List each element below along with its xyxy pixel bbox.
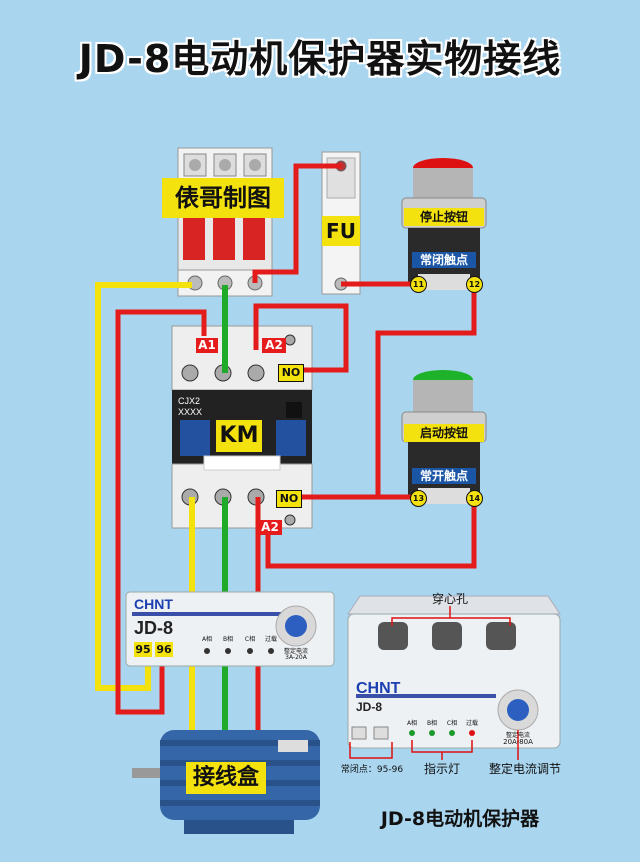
no-bottom-label: NO xyxy=(276,490,302,508)
junction-box-label: 接线盒 xyxy=(186,762,266,794)
watermark-label: 俵哥制图 xyxy=(162,178,284,218)
terminal-12: 12 xyxy=(466,276,483,293)
start-button-label: 启动按钮 xyxy=(404,424,484,442)
protector-left-body xyxy=(125,591,335,667)
protector-right-brand: CHNT xyxy=(356,680,401,697)
right-indicator-c: C相 xyxy=(446,720,458,727)
right-indicator-overload: 过载 xyxy=(465,720,478,727)
red-wire xyxy=(115,163,477,775)
indicator-lamp-label: 指示灯 xyxy=(423,762,460,776)
protector-left-brand: CHNT xyxy=(134,596,173,612)
left-indicator-overload: 过载 xyxy=(264,636,277,643)
protector-left-model: JD-8 xyxy=(134,618,174,638)
protector-caption: JD-8电动机保护器 xyxy=(380,808,540,830)
left-range: 3A-20A xyxy=(285,654,307,661)
a2-top-label: A2 xyxy=(262,338,286,353)
hole-label: 穿心孔 xyxy=(431,592,468,606)
left-setting-label: 整定电流 xyxy=(283,648,308,655)
stop-button-label: 停止按钮 xyxy=(404,208,484,226)
nc-contact-label: 常闭点：95-96 xyxy=(340,765,404,775)
left-indicator-b: B相 xyxy=(222,636,234,643)
terminal-14: 14 xyxy=(466,490,483,507)
fuse-label: FU xyxy=(322,216,360,246)
page-title: JD-8电动机保护器实物接线 xyxy=(78,37,562,81)
a2-bottom-label: A2 xyxy=(258,520,282,535)
right-setting-label: 整定电流 xyxy=(505,732,530,739)
protector-right-body xyxy=(347,595,561,760)
terminal-95: 95 xyxy=(134,642,152,657)
contactor-body xyxy=(171,325,313,529)
right-indicator-a: A相 xyxy=(406,720,418,727)
current-adjust-label: 整定电流调节 xyxy=(488,762,561,776)
start-contact-label: 常开触点 xyxy=(412,468,476,484)
terminal-13: 13 xyxy=(410,490,427,507)
contactor-km-label: KM xyxy=(216,420,262,452)
protector-right-model: JD-8 xyxy=(356,700,383,714)
left-indicator-c: C相 xyxy=(244,636,256,643)
no-top-label: NO xyxy=(278,364,304,382)
contactor-model: CJX2 XXXX xyxy=(178,396,203,417)
stop-contact-label: 常闭触点 xyxy=(412,252,476,268)
a1-label: A1 xyxy=(196,338,218,353)
left-indicator-a: A相 xyxy=(201,636,213,643)
terminal-96: 96 xyxy=(155,642,173,657)
right-range: 20A-80A xyxy=(503,738,533,746)
terminal-11: 11 xyxy=(410,276,427,293)
right-indicator-b: B相 xyxy=(426,720,438,727)
